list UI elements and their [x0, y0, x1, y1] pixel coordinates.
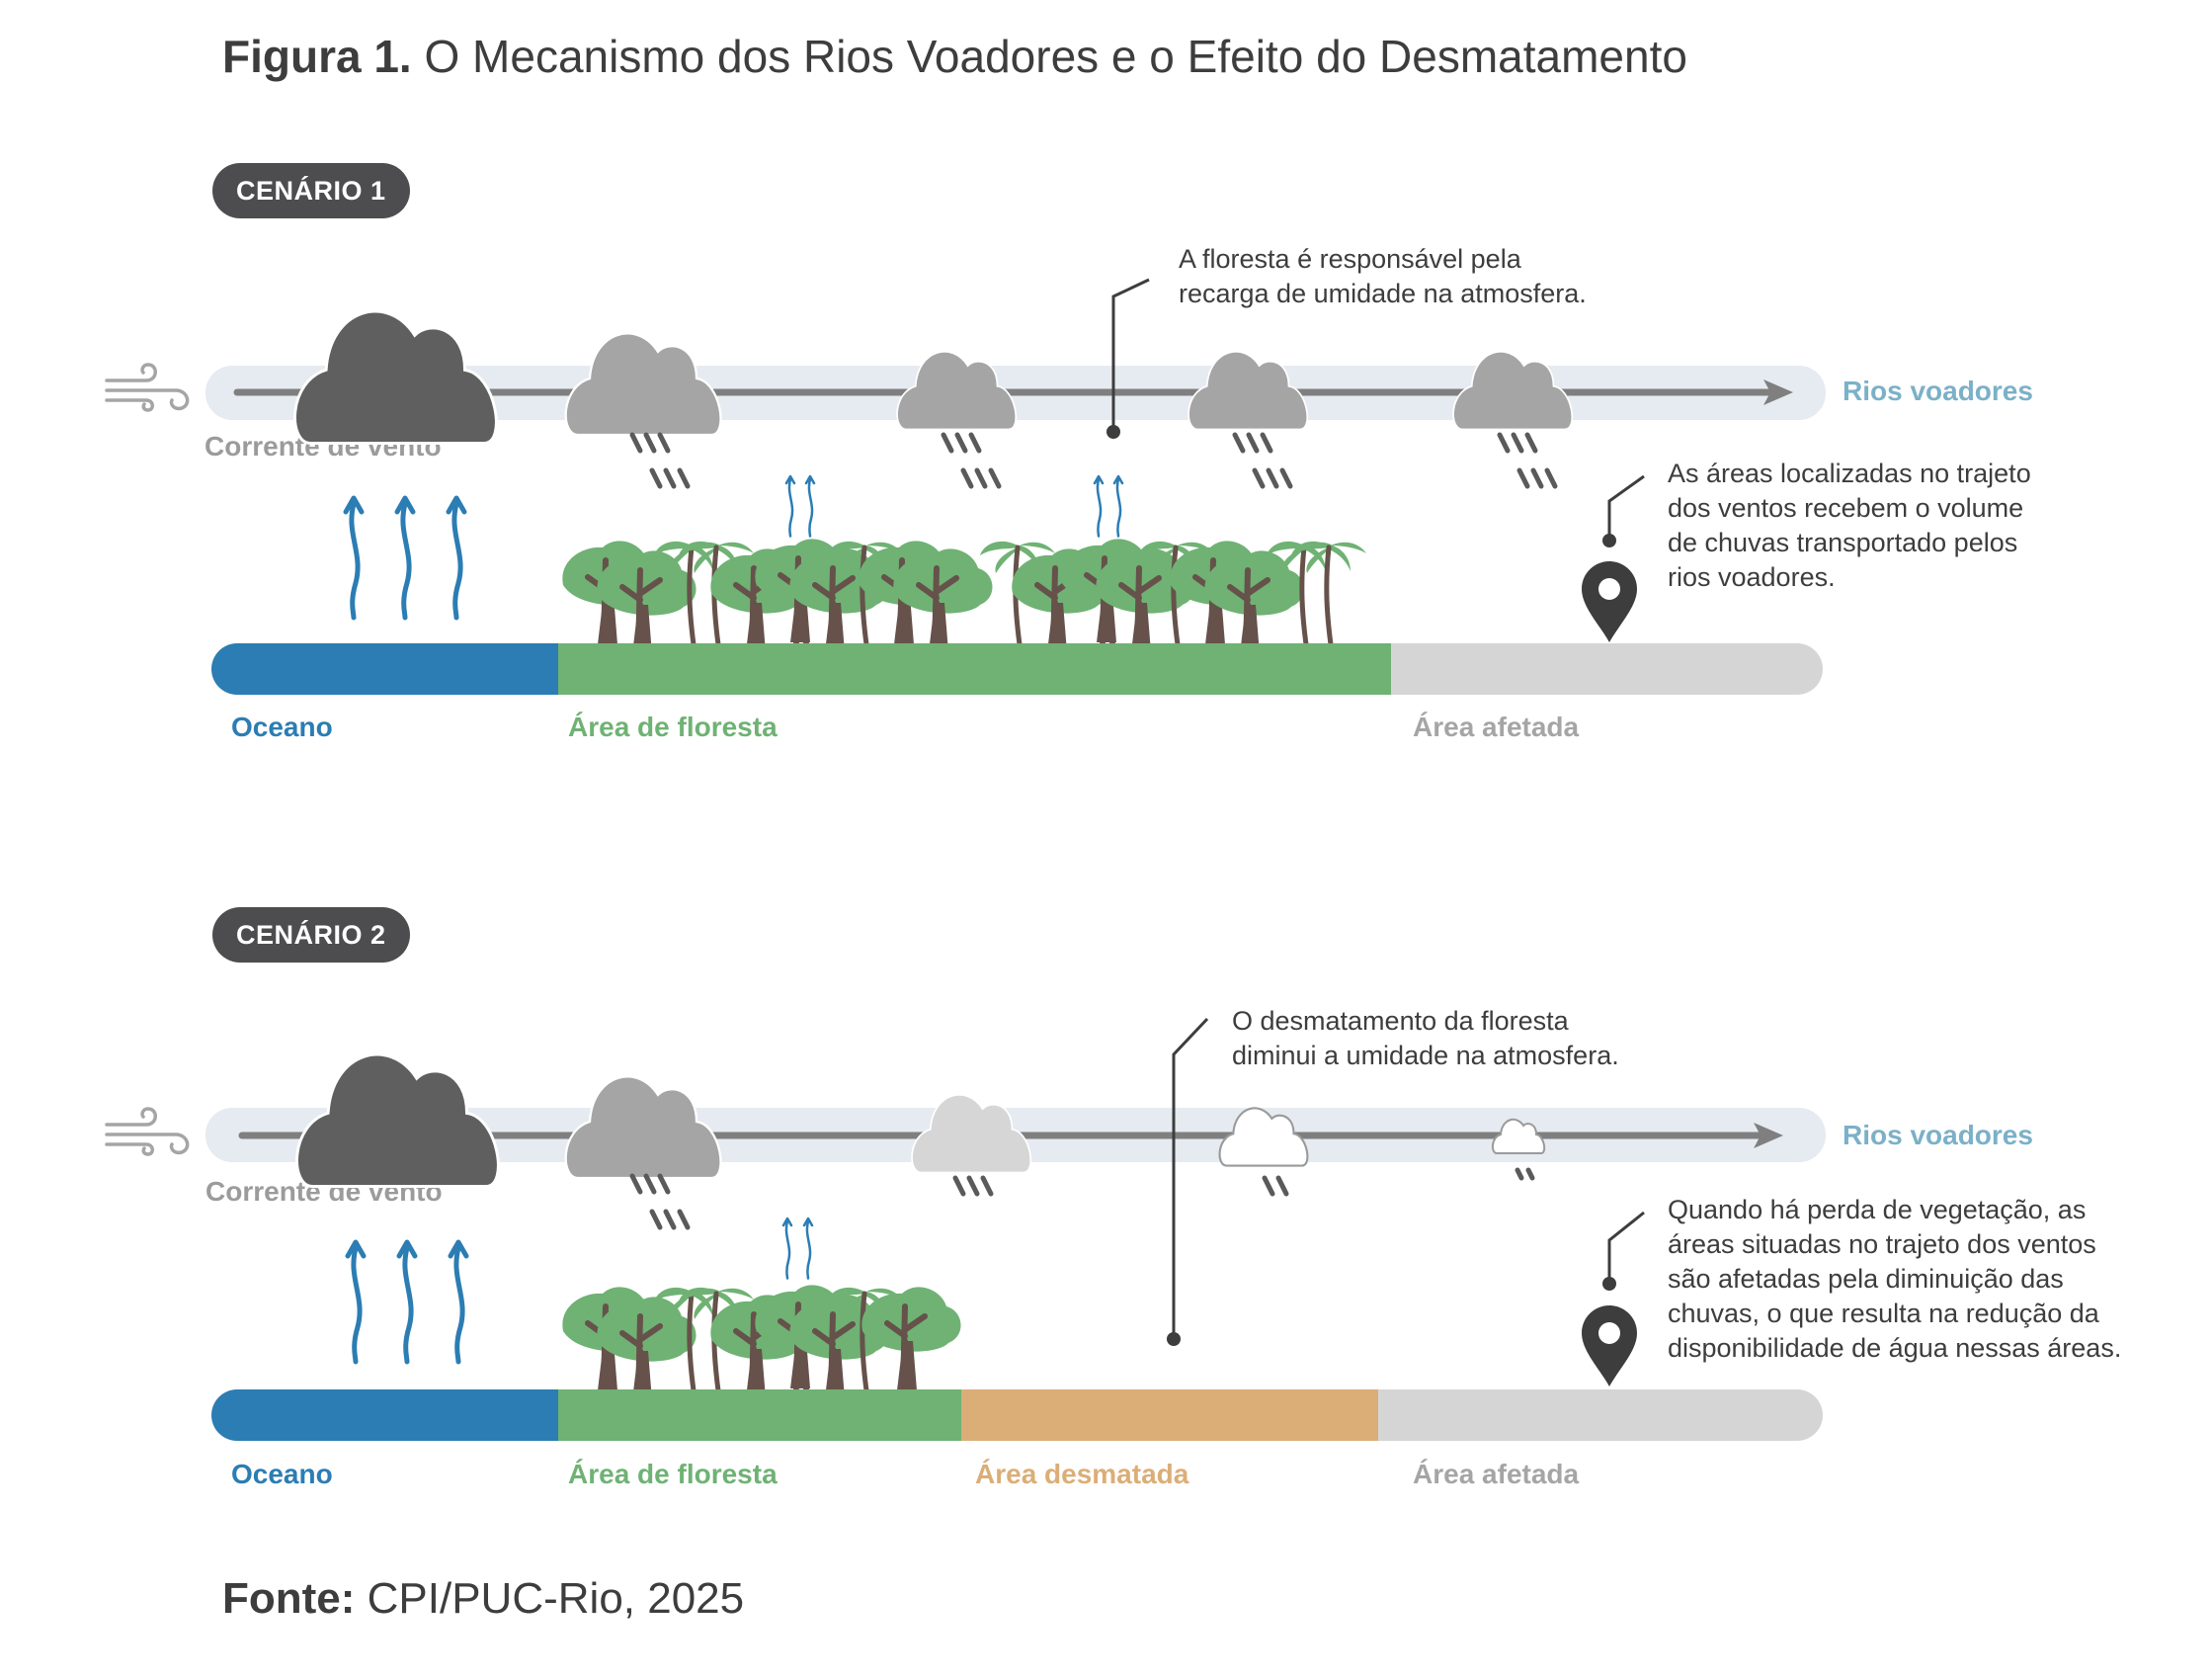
map-pin-icon: [1582, 561, 1637, 642]
rain-icon: [1235, 435, 1270, 451]
scenario-2-graphics: [105, 1017, 1826, 1441]
ground-affected: [1378, 1389, 1823, 1441]
wind-icon: [105, 363, 190, 412]
rain-icon: [1500, 435, 1535, 451]
leader-line: [1607, 474, 1645, 541]
evaporation-arrow-icon: [397, 498, 413, 618]
ground-ocean: [211, 643, 558, 695]
evaporation-arrow-icon: [1112, 474, 1124, 538]
rain-icon: [632, 435, 668, 451]
wind-icon: [105, 1107, 190, 1156]
map-pin-icon: [1582, 1305, 1637, 1386]
annotation-line: Quando há perda de vegetação, as: [1668, 1195, 2087, 1224]
evaporation-arrow-icon: [1093, 474, 1105, 538]
annotation-line: As áreas localizadas no trajeto: [1668, 459, 2031, 488]
scenario-2-label-affected: Área afetada: [1413, 1459, 1580, 1489]
scenario-2-ground-bar: [211, 1389, 1823, 1441]
rain-icon: [1262, 1175, 1289, 1197]
leader-line: [1607, 1211, 1645, 1284]
annotation-line: dos ventos recebem o volume: [1668, 493, 2024, 523]
evaporation-arrow-icon: [449, 498, 464, 618]
cloud-icon: [293, 309, 498, 445]
scenario-2-annotation-top: O desmatamento da floresta diminui a umi…: [1232, 1004, 1619, 1073]
cloud-icon: [295, 1052, 500, 1188]
cloud-icon: [896, 350, 1018, 431]
leader-dot: [1602, 534, 1616, 547]
annotation-line: disponibilidade de água nessas áreas.: [1668, 1333, 2122, 1363]
evaporation-arrow-icon: [399, 1242, 415, 1362]
figure-label: Figura 1.: [222, 31, 412, 82]
forest-trees: [562, 1285, 960, 1400]
scenario-1-badge: CENÁRIO 1: [212, 163, 410, 218]
forest-trees: [562, 539, 1366, 654]
annotation-line: A floresta é responsável pela: [1179, 244, 1521, 274]
scenario-1-label-forest: Área de floresta: [568, 712, 778, 742]
annotation-line: são afetadas pela diminuição das: [1668, 1264, 2064, 1294]
annotation-line: de chuvas transportado pelos: [1668, 528, 2018, 557]
scenario-2-rios-label: Rios voadores: [1843, 1120, 2033, 1150]
rain-icon: [652, 470, 688, 486]
rain-icon: [652, 1212, 688, 1227]
figure-title: Figura 1. O Mecanismo dos Rios Voadores …: [222, 30, 1687, 83]
rain-icon: [1519, 470, 1555, 486]
figure-title-text: O Mecanismo dos Rios Voadores e o Efeito…: [424, 31, 1687, 82]
evaporation-arrow-icon: [781, 1217, 793, 1280]
arrow-head-icon: [1763, 379, 1793, 405]
source-label: Fonte:: [222, 1574, 356, 1623]
scenario-1-label-ocean: Oceano: [231, 712, 333, 742]
evaporation-arrow-icon: [802, 1217, 814, 1280]
tree-icon: [861, 1287, 960, 1390]
rain-icon: [955, 1178, 991, 1194]
scenario-1-graphics: [105, 278, 1826, 695]
scenario-1-rios-label: Rios voadores: [1843, 376, 2033, 406]
scenario-2-label-forest: Área de floresta: [568, 1459, 778, 1489]
arrow-head-icon: [1754, 1123, 1783, 1148]
evaporation-arrow-icon: [348, 1242, 364, 1362]
scenario-1-annotation-right: As áreas localizadas no trajeto dos vent…: [1668, 457, 2031, 595]
source-value: CPI/PUC-Rio, 2025: [367, 1574, 745, 1623]
scenario-2-label-deforested: Área desmatada: [975, 1459, 1189, 1489]
cloud-icon: [564, 1075, 722, 1180]
ground-deforested: [961, 1389, 1378, 1441]
scenario-2-label-ocean: Oceano: [231, 1459, 333, 1489]
cloud-icon: [1188, 350, 1309, 431]
leader-dot: [1167, 1332, 1181, 1346]
leader-dot: [1602, 1277, 1616, 1291]
source-line: Fonte: CPI/PUC-Rio, 2025: [222, 1574, 744, 1624]
scenario-1-label-affected: Área afetada: [1413, 712, 1580, 742]
leader-line: [1172, 1017, 1209, 1339]
cloud-icon: [911, 1093, 1032, 1174]
annotation-line: O desmatamento da floresta: [1232, 1006, 1569, 1036]
annotation-line: áreas situadas no trajeto dos ventos: [1668, 1229, 2096, 1259]
annotation-line: rios voadores.: [1668, 562, 1836, 592]
scenario-1-annotation-top: A floresta é responsável pela recarga de…: [1179, 242, 1587, 311]
leader-line: [1111, 278, 1150, 432]
evaporation-arrow-icon: [451, 1242, 466, 1362]
ground-ocean: [211, 1389, 558, 1441]
scenario-2-badge: CENÁRIO 2: [212, 907, 410, 963]
scenario-2-annotation-right: Quando há perda de vegetação, as áreas s…: [1668, 1193, 2121, 1366]
ground-forest: [558, 643, 1391, 695]
cloud-icon: [564, 332, 722, 437]
rain-icon: [1255, 470, 1290, 486]
cloud-icon: [1452, 350, 1574, 431]
evaporation-arrow-icon: [346, 498, 362, 618]
ground-forest: [558, 1389, 961, 1441]
evaporation-arrow-icon: [784, 474, 796, 538]
scenario-1-ground-bar: [211, 643, 1823, 695]
ground-affected: [1391, 643, 1823, 695]
leader-dot: [1106, 425, 1120, 439]
evaporation-arrow-icon: [804, 474, 816, 538]
rain-icon: [1515, 1167, 1535, 1181]
annotation-line: chuvas, o que resulta na redução da: [1668, 1299, 2099, 1328]
annotation-line: diminui a umidade na atmosfera.: [1232, 1041, 1619, 1070]
rain-icon: [943, 435, 979, 451]
annotation-line: recarga de umidade na atmosfera.: [1179, 279, 1587, 308]
rain-icon: [963, 470, 999, 486]
